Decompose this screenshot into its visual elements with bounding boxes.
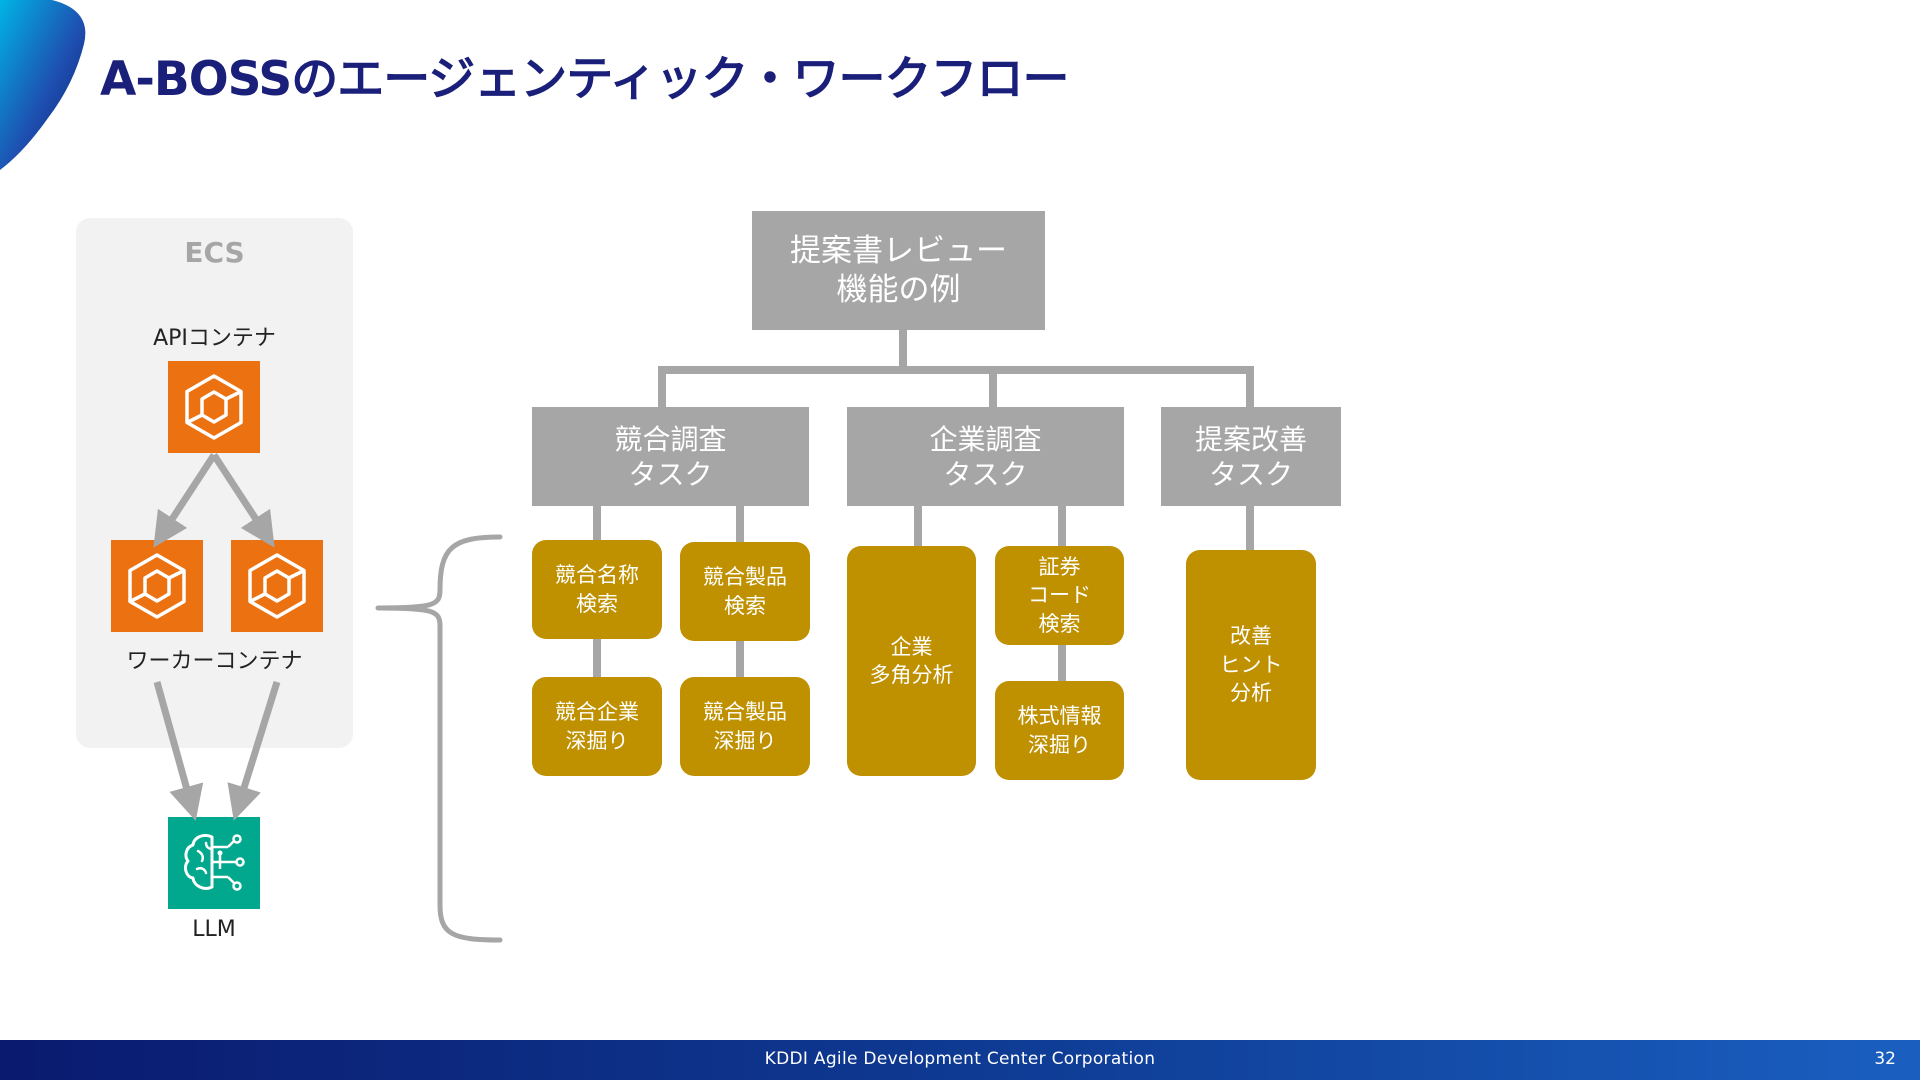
corner-decoration — [0, 0, 86, 170]
workflow-root-box: 提案書レビュー 機能の例 — [752, 211, 1045, 330]
subtask-competitor-product-search: 競合製品 検索 — [680, 542, 810, 641]
llm-brain-icon — [168, 817, 260, 909]
llm-label: LLM — [192, 917, 236, 942]
subtask-securities-code-search: 証券 コード 検索 — [995, 546, 1124, 645]
subtask-improvement-hint-analysis: 改善 ヒント 分析 — [1186, 550, 1316, 780]
ecs-container-icon — [111, 540, 203, 632]
task-box-competitor: 競合調査 タスク — [532, 407, 809, 506]
subtask-company-multi-analysis: 企業 多角分析 — [847, 546, 976, 776]
page-number: 32 — [1874, 1049, 1896, 1069]
subtask-stock-info-deepdive: 株式情報 深掘り — [995, 681, 1124, 780]
page-title: A-BOSSのエージェンティック・ワークフロー — [100, 52, 1070, 107]
worker-container-label: ワーカーコンテナ — [126, 649, 303, 674]
ecs-cluster-panel — [76, 218, 353, 748]
ecs-container-icon — [231, 540, 323, 632]
footer-bar: KDDI Agile Development Center Corporatio… — [0, 1040, 1920, 1080]
curly-brace — [375, 534, 503, 943]
container-arrows — [153, 453, 281, 821]
ecs-container-icon — [168, 361, 260, 453]
subtask-competitor-name-search: 競合名称 検索 — [532, 540, 662, 639]
api-container-label: APIコンテナ — [153, 326, 276, 351]
task-box-improvement: 提案改善 タスク — [1161, 407, 1341, 506]
footer-company: KDDI Agile Development Center Corporatio… — [764, 1049, 1156, 1069]
subtask-competitor-company-deepdive: 競合企業 深掘り — [532, 677, 662, 776]
subtask-competitor-product-deepdive: 競合製品 深掘り — [680, 677, 810, 776]
ecs-label: ECS — [184, 236, 245, 269]
task-box-company: 企業調査 タスク — [847, 407, 1124, 506]
